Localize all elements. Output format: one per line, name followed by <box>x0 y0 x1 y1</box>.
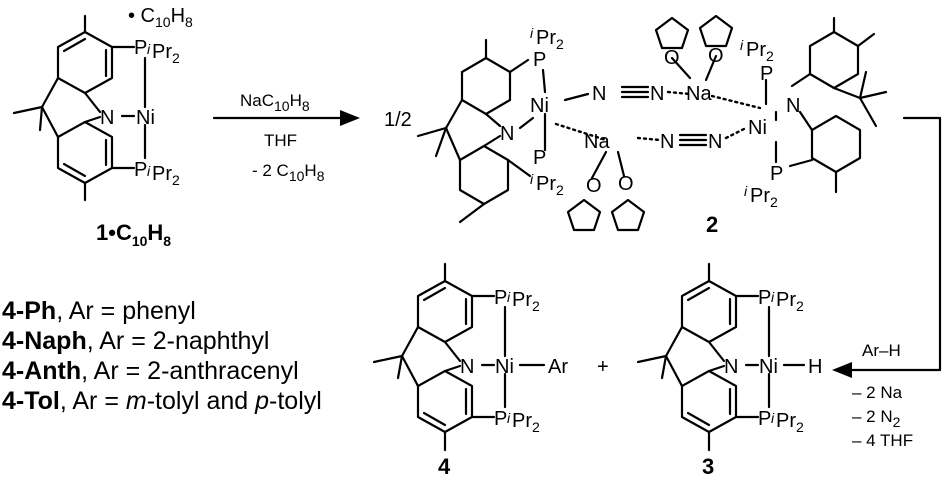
step2-loss-thf: – 4 THF <box>852 431 913 450</box>
product4-ar-group: Ar <box>548 356 568 378</box>
product3-hydride: H <box>808 356 822 378</box>
product4-n-atom: N <box>460 356 474 378</box>
product3-p-bottom: P <box>758 408 771 430</box>
legend-row-anthracenyl: 4-Anth, Ar = 2-anthracenyl <box>2 356 322 386</box>
dimer-p-left-bottom: P <box>533 147 546 169</box>
legend-code: 4-Naph <box>2 327 87 355</box>
dimer-o-bottom-1: O <box>586 175 602 197</box>
dimer-p-right-bottom: P <box>770 163 783 185</box>
product4-p-bottom: P <box>494 408 507 430</box>
reactant-solvate: • C10H8 <box>128 5 193 30</box>
reactant-ipr-bottom-text: Pr2 <box>152 163 180 188</box>
legend-text: , Ar = phenyl <box>56 297 196 325</box>
reactant-ni-atom: Ni <box>136 107 155 129</box>
product-3-structure <box>636 262 806 452</box>
legend-code: 4-Anth <box>2 357 82 385</box>
product4-label: 4 <box>438 454 451 479</box>
dimer-ipr-left-bottom: i <box>530 171 534 187</box>
reactant-1-structure <box>12 14 147 202</box>
step1-reagent: NaC10H8 <box>240 91 310 114</box>
dimer-ni-left: Ni <box>530 95 549 117</box>
legend-row-naphthyl: 4-Naph, Ar = 2-naphthyl <box>2 326 322 356</box>
product3-ipr-top: i <box>771 289 775 305</box>
dimer-n-left: N <box>500 123 514 145</box>
product4-ni-atom: Ni <box>495 356 514 378</box>
dimer-n2-left-n2: N <box>650 83 664 105</box>
dimer-n2-right-n1: N <box>660 131 674 153</box>
plus-sign: + <box>597 356 609 378</box>
product-legend: 4-Ph, Ar = phenyl 4-Naph, Ar = 2-naphthy… <box>2 296 322 416</box>
step1-byproduct: - 2 C10H8 <box>252 161 325 184</box>
step1-arrow <box>212 110 360 126</box>
product3-ipr-bottom-text: Pr2 <box>776 410 804 435</box>
legend-text: , Ar = 2-anthracenyl <box>81 357 299 385</box>
dimer-p-left-top: P <box>533 49 546 71</box>
dimer-2-structure <box>416 14 888 232</box>
dimer-n2-left-n1: N <box>592 83 606 105</box>
step2-reagent: Ar–H <box>862 341 901 360</box>
step1-solvent: THF <box>264 131 297 150</box>
legend-code: 4-Ph <box>2 297 57 325</box>
product3-ipr-bottom: i <box>771 410 775 426</box>
dimer-p-right-top: P <box>760 63 773 85</box>
product3-n-atom: N <box>724 356 738 378</box>
legend-italic: p <box>255 387 270 415</box>
product4-ipr-bottom-text: Pr2 <box>512 410 540 435</box>
step2-arrow <box>832 116 942 378</box>
product3-ni-atom: Ni <box>759 356 778 378</box>
product-4-structure <box>372 262 546 452</box>
step2-loss-n2: – 2 N2 <box>852 407 901 430</box>
legend-text: , Ar = 2-naphthyl <box>86 327 270 355</box>
product4-p-top: P <box>494 287 507 309</box>
dimer-ipr-right-top-text: Pr2 <box>746 39 774 64</box>
dimer-n2-right-n2: N <box>708 131 722 153</box>
dimer-na-left: Na <box>584 131 610 153</box>
product3-ipr-top-text: Pr2 <box>776 289 804 314</box>
dimer-na-right: Na <box>686 83 712 105</box>
dimer-ipr-right-bottom-text: Pr2 <box>750 185 778 210</box>
dimer-ipr-left-top-text: Pr2 <box>536 27 564 52</box>
reactant-ipr-top: i <box>147 41 151 57</box>
legend-text: -tolyl <box>269 387 322 415</box>
dimer-ni-right: Ni <box>748 117 767 139</box>
reactant-p-atom-bottom: P <box>134 159 147 181</box>
dimer-n-right: N <box>786 95 800 117</box>
dimer-o-bottom-2: O <box>618 173 634 195</box>
reactant-n-atom: N <box>100 107 114 129</box>
product3-label: 3 <box>702 454 714 479</box>
reactant-ipr-bottom: i <box>147 163 151 179</box>
dimer-o-top-1: O <box>664 47 680 69</box>
legend-row-phenyl: 4-Ph, Ar = phenyl <box>2 296 322 326</box>
dimer-label: 2 <box>706 212 718 237</box>
reactant-label: 1•C10H8 <box>96 220 171 249</box>
dimer-ipr-left-top: i <box>530 25 534 41</box>
legend-row-tolyl: 4-Tol, Ar = m-tolyl and p-tolyl <box>2 386 322 416</box>
dimer-ipr-right-bottom: i <box>744 183 748 199</box>
dimer-ipr-left-bottom-text: Pr2 <box>536 173 564 198</box>
legend-italic: m <box>125 387 147 415</box>
reactant-p-atom-top: P <box>134 37 147 59</box>
reactant-ipr-top-text: Pr2 <box>152 41 180 66</box>
dimer-o-top-2: O <box>708 45 724 67</box>
dimer-prefix: 1/2 <box>384 109 412 131</box>
product3-p-top: P <box>758 287 771 309</box>
legend-text: , Ar = <box>59 387 126 415</box>
product4-ipr-top-text: Pr2 <box>512 289 540 314</box>
legend-text: -tolyl and <box>146 387 256 415</box>
legend-code: 4-Tol <box>2 387 60 415</box>
product4-ipr-top: i <box>507 289 511 305</box>
dimer-ipr-right-top: i <box>740 37 744 53</box>
step2-loss-na: – 2 Na <box>852 383 903 402</box>
product4-ipr-bottom: i <box>507 410 511 426</box>
